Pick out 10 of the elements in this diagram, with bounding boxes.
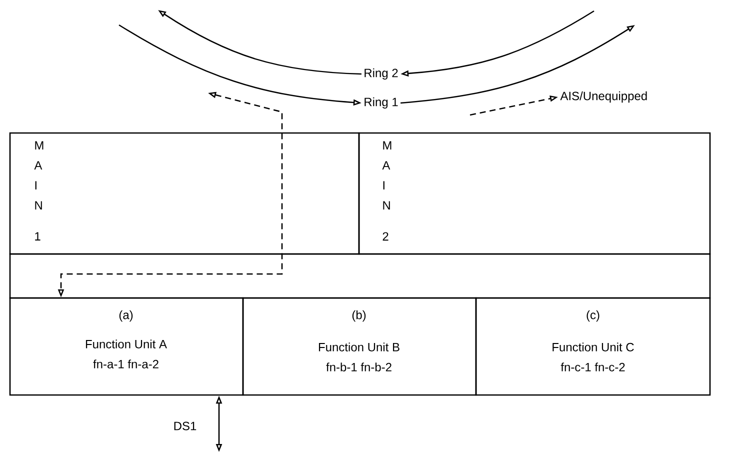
label-text: AIS/Unequipped [560, 91, 647, 103]
bus-band [9, 253, 711, 299]
function-unit-box: (b) Function Unit B fn-b-1 fn-b-2 [242, 297, 477, 396]
edge-label: DS1 [172, 420, 198, 432]
main-panel: M A I N 1 [9, 132, 360, 255]
label-text: Ring 1 [364, 97, 398, 109]
main-panel: M A I N 2 [358, 132, 711, 255]
function-unit-box: (c) Function Unit C fn-c-1 fn-c-2 [475, 297, 711, 396]
function-unit-box: (a) Function Unit A fn-a-1 fn-a-2 [9, 297, 244, 396]
label-text: Ring 2 [364, 68, 398, 80]
